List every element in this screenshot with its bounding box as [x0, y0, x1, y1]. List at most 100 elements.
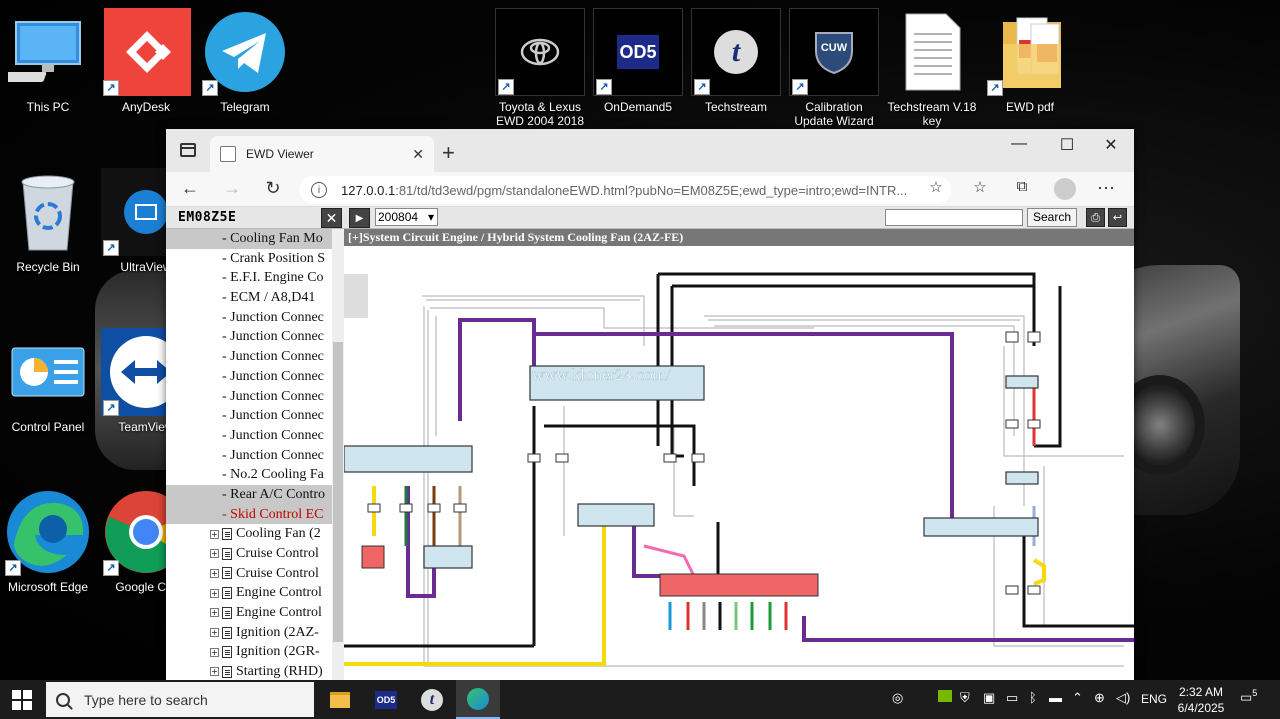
file-explorer-taskbar-icon[interactable]	[318, 680, 362, 719]
tree-item[interactable]: - Junction Connec	[222, 309, 324, 325]
document-icon	[222, 547, 232, 560]
tree-item[interactable]: - Rear A/C Contro	[166, 484, 344, 505]
nvidia-tray-icon[interactable]	[938, 690, 952, 705]
shortcut-arrow-icon: ↗	[792, 79, 808, 95]
tree-item[interactable]: - E.F.I. Engine Co	[222, 270, 324, 286]
battery-tray-icon[interactable]: ▬	[1049, 690, 1062, 705]
tree-scrollbar[interactable]	[332, 229, 344, 680]
tree-item[interactable]: - Junction Connec	[222, 427, 324, 443]
tree-item[interactable]: - Junction Connec	[222, 368, 324, 384]
tree-folder[interactable]: +Engine Control	[166, 583, 344, 603]
tree-item[interactable]: - ECM / A8,D41	[222, 290, 316, 306]
globe-tray-icon[interactable]: ⊕	[1094, 690, 1105, 705]
desktop-icon-ewd-pdf[interactable]: ↗ EWD pdf	[982, 8, 1078, 114]
tree-item[interactable]: - Junction Connec	[222, 447, 324, 463]
desktop-icon-techstream-key[interactable]: Techstream V.18 key	[884, 8, 980, 128]
desktop-icon-control-panel[interactable]: Control Panel	[0, 328, 96, 434]
tree-folder[interactable]: +Starting (RHD)	[166, 662, 344, 680]
search-button[interactable]: Search	[1027, 208, 1077, 227]
expand-icon[interactable]: +	[210, 588, 219, 598]
expand-icon[interactable]: +	[210, 608, 219, 618]
tree-item[interactable]: - Junction Connec	[222, 329, 324, 345]
back-return-icon[interactable]: ↩	[1108, 208, 1127, 227]
usb-tray-icon[interactable]: ▭	[1006, 690, 1019, 705]
tree-folder[interactable]: +Ignition (2AZ-	[166, 623, 344, 643]
tree-folder[interactable]: +Cruise Control	[166, 564, 344, 584]
tree-folder[interactable]: +Cruise Control	[166, 544, 344, 564]
print-icon[interactable]: ⎙	[1086, 208, 1105, 227]
expand-icon[interactable]: +	[210, 647, 219, 657]
close-pane-button[interactable]: ✕	[321, 208, 342, 228]
tree-folder[interactable]: +Engine Control	[166, 603, 344, 623]
document-icon	[222, 626, 232, 639]
expand-icon[interactable]: +	[210, 529, 219, 539]
tree-item[interactable]: - Crank Position S	[222, 250, 326, 266]
desktop-icon-label: Google Chr	[115, 580, 177, 594]
tree-folder[interactable]: +Cooling Fan (2	[166, 524, 344, 544]
od5-taskbar-icon[interactable]: OD5	[364, 680, 408, 719]
profile-avatar[interactable]	[1054, 178, 1076, 200]
play-button[interactable]: ▶	[349, 208, 370, 228]
address-bar[interactable]: i 127.0.0.1:81/td/td3ewd/pgm/standaloneE…	[299, 176, 951, 204]
desktop-icon-anydesk[interactable]: ↗ AnyDesk	[98, 8, 194, 114]
tree-folder[interactable]: +Ignition (2GR-	[166, 642, 344, 662]
favorites-icon[interactable]: ☆	[973, 179, 987, 196]
search-input[interactable]	[885, 209, 1023, 226]
cuw-shield-icon: CUW ↗	[789, 8, 879, 96]
desktop-icon-this-pc[interactable]: This PC	[0, 8, 96, 114]
back-arrow-icon[interactable]: ←	[181, 178, 199, 198]
tree-item[interactable]: - Cooling Fan Mo	[166, 229, 344, 249]
windows-start-icon[interactable]	[12, 690, 32, 710]
clock-time: 2:32 AM	[1178, 685, 1224, 699]
tree-item[interactable]: - Junction Connec	[222, 408, 324, 424]
refresh-icon[interactable]: ↻	[265, 178, 281, 198]
desktop-icon-toyota-ewd[interactable]: ↗ Toyota & Lexus EWD 2004 2018	[492, 8, 588, 128]
tree-item[interactable]: - Junction Connec	[222, 349, 324, 365]
notification-icon[interactable]: ▭5	[1240, 688, 1258, 705]
document-icon	[222, 528, 232, 541]
expand-icon[interactable]: +	[210, 568, 219, 578]
collections-icon[interactable]: ⧉	[1016, 178, 1028, 195]
chevron-up-icon[interactable]: ⌃	[1072, 690, 1083, 705]
speaker-tray-icon[interactable]: ◁)	[1116, 690, 1131, 705]
close-window-button[interactable]: ✕	[1104, 137, 1118, 154]
clock[interactable]: 2:32 AM 6/4/2025	[1166, 684, 1236, 716]
desktop-icon-calibration-wizard[interactable]: CUW ↗ Calibration Update Wizard	[786, 8, 882, 128]
bluetooth-tray-icon[interactable]: ᛒ	[1029, 690, 1037, 705]
desktop-icon-telegram[interactable]: ↗ Telegram	[197, 8, 293, 114]
minimize-button[interactable]: —	[1011, 135, 1027, 152]
taskbar: Type here to search OD5 t ◎ ⛨ ▣ ▭ ᛒ ▬ ⌃ …	[0, 680, 1280, 719]
network-tray-icon[interactable]: ▣	[983, 690, 996, 705]
date-select[interactable]: 200804	[375, 208, 438, 226]
shortcut-arrow-icon: ↗	[498, 79, 514, 95]
expand-icon[interactable]: +	[210, 628, 219, 638]
desktop-icon-recycle-bin[interactable]: Recycle Bin	[0, 168, 96, 274]
tree-item[interactable]: - Junction Connec	[222, 388, 324, 404]
sidebar-toggle-icon[interactable]	[180, 143, 196, 157]
desktop-icon-techstream[interactable]: t ↗ Techstream	[688, 8, 784, 114]
maximize-button[interactable]: ☐	[1059, 137, 1075, 154]
edge-taskbar-icon[interactable]	[456, 680, 500, 719]
language-indicator[interactable]: ENG	[1141, 692, 1168, 706]
defender-tray-icon[interactable]: ⛨	[960, 690, 970, 705]
new-tab-icon[interactable]: +	[442, 140, 455, 165]
diagram-title: [+]System Circuit Engine / Hybrid System…	[344, 229, 1134, 246]
desktop-icon-edge[interactable]: ↗ Microsoft Edge	[0, 488, 96, 594]
add-favorite-icon[interactable]: ☆	[929, 179, 943, 196]
desktop-icon-ondemand5[interactable]: OD5 ↗ OnDemand5	[590, 8, 686, 114]
site-info-icon[interactable]: i	[311, 182, 327, 198]
desktop-icon-label: OnDemand5	[603, 100, 673, 114]
expand-icon[interactable]: +	[210, 667, 219, 677]
tab-ewd-viewer[interactable]: EWD Viewer ✕	[210, 136, 434, 172]
techstream-taskbar-icon[interactable]: t	[410, 680, 454, 719]
scrollbar-thumb[interactable]	[333, 342, 343, 642]
expand-toggle[interactable]: [+]	[348, 230, 363, 244]
more-menu-icon[interactable]: ⋯	[1097, 178, 1115, 198]
tree-item[interactable]: - No.2 Cooling Fa	[222, 467, 324, 483]
tree-item[interactable]: - Skid Control EC	[166, 504, 344, 525]
lexus-tray-icon[interactable]: ◎	[892, 690, 904, 705]
expand-icon[interactable]: +	[210, 549, 219, 559]
taskbar-search[interactable]: Type here to search	[46, 682, 314, 717]
tab-close-icon[interactable]: ✕	[412, 145, 424, 162]
forward-arrow-icon[interactable]: →	[223, 178, 241, 198]
